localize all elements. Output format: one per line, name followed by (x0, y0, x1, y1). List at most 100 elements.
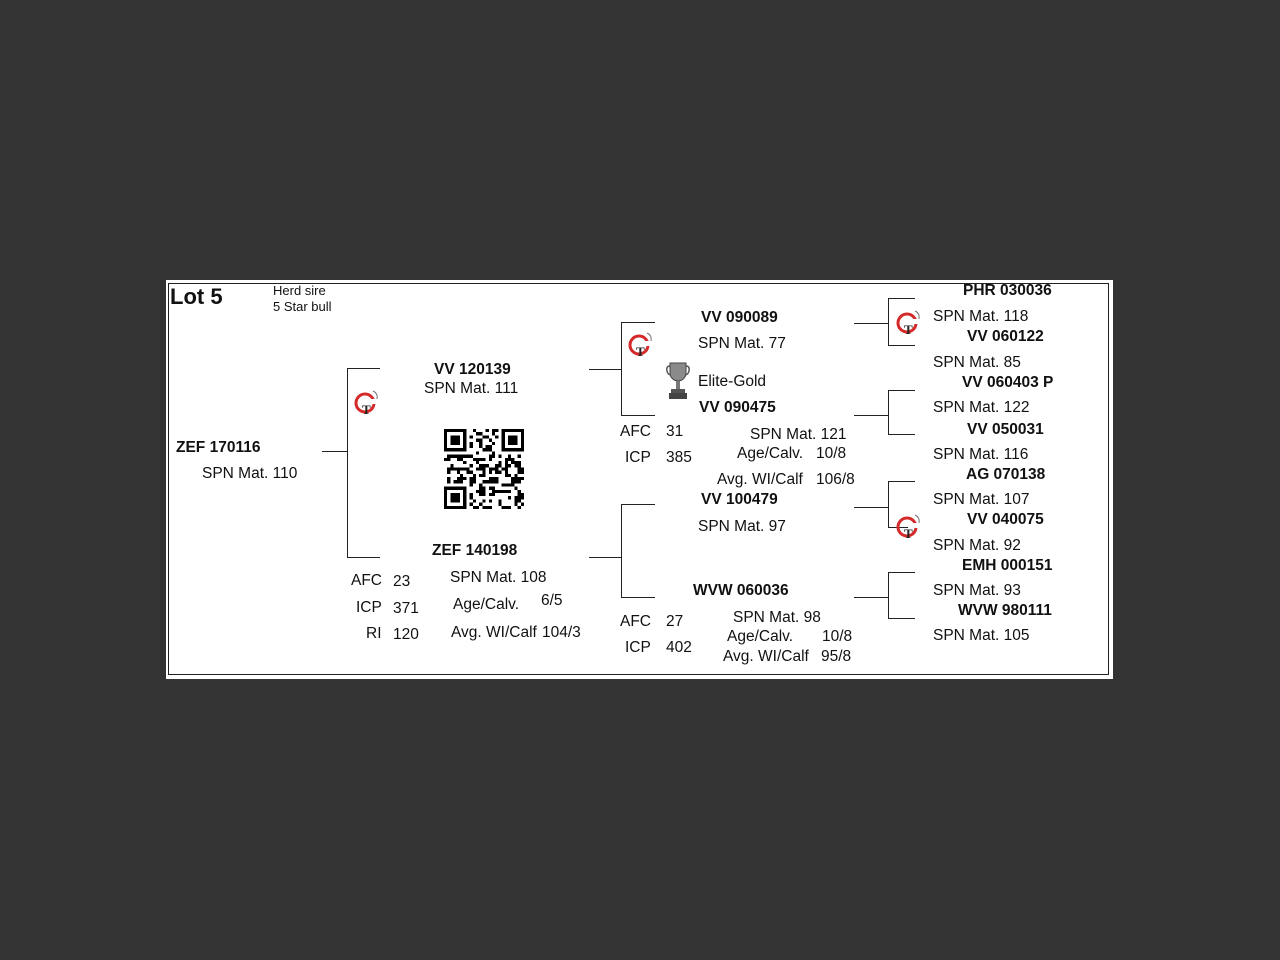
connector-sire-vertical (621, 322, 622, 415)
dam-age-label: Age/Calv. (453, 596, 520, 613)
dam-age-value: 6/5 (541, 592, 563, 609)
dam-ri-label: RI (366, 625, 382, 642)
sire-dam-spn: SPN Mat. 121 (750, 426, 847, 443)
qr-code-icon (444, 429, 524, 509)
sheet-frame (168, 283, 1109, 675)
dam-dam-id: WVW 060036 (693, 582, 789, 599)
sire-sire-spn: SPN Mat. 77 (698, 335, 786, 352)
dam-dam-afc-label: AFC (620, 613, 651, 630)
dam-dam-icp-value: 402 (666, 639, 692, 656)
sire-dam-avg-value: 106/8 (816, 471, 855, 488)
dam-sire-id: VV 100479 (701, 491, 778, 508)
svg-text:T: T (904, 322, 913, 337)
sire-spn: SPN Mat. 111 (424, 380, 519, 397)
dam-avg-label: Avg. WI/Calf (451, 624, 537, 641)
dam-dam-spn: SPN Mat. 98 (733, 609, 821, 626)
gt-logo-icon: T (896, 310, 920, 337)
sire-dam-icp-label: ICP (625, 449, 651, 466)
connector-dam-sire (854, 507, 888, 508)
dam-dam-afc-value: 27 (666, 613, 684, 630)
pedigree-sheet: Lot 5 Herd sire 5 Star bull ZEF 170116 S… (166, 280, 1113, 679)
ggp-4-id: VV 050031 (967, 421, 1044, 438)
connector-to-dam (347, 557, 380, 558)
dam-dam-age-label: Age/Calv. (727, 628, 794, 645)
connector-to-sire-dam (621, 415, 655, 416)
star-bull-note: 5 Star bull (273, 299, 332, 314)
ggp-3-spn: SPN Mat. 122 (933, 399, 1030, 416)
ggp-8-id: WVW 980111 (958, 602, 1052, 619)
connector-to-ggp-1 (888, 298, 915, 299)
dam-dam-icp-label: ICP (625, 639, 651, 656)
svg-text:T: T (362, 402, 371, 417)
connector-to-ggp-3 (888, 390, 915, 391)
ggp-7-id: EMH 000151 (962, 557, 1053, 574)
ggp-5-id: AG 070138 (966, 466, 1046, 483)
dam-avg-value: 104/3 (542, 624, 581, 641)
connector-to-ggp-6 (888, 527, 915, 528)
gt-logo-icon: T (896, 514, 920, 541)
connector-to-ggp-8 (888, 618, 915, 619)
lot-title: Lot 5 (170, 284, 223, 309)
dam-icp-value: 371 (393, 600, 419, 617)
connector-to-sire (347, 368, 380, 369)
dam-dam-age-value: 10/8 (822, 628, 853, 645)
connector-sire (589, 369, 621, 370)
dam-ri-value: 120 (393, 626, 419, 643)
herd-sire-note: Herd sire (273, 283, 326, 298)
svg-text:T: T (904, 526, 913, 541)
subject-spn: SPN Mat. 110 (202, 465, 298, 482)
dam-id: ZEF 140198 (432, 542, 518, 559)
sire-dam-avg-label: Avg. WI/Calf (717, 471, 803, 488)
ggp-6-id: VV 040075 (967, 511, 1044, 528)
ggp-8-spn: SPN Mat. 105 (933, 627, 1030, 644)
connector-dam-dam (854, 597, 888, 598)
connector-to-ggp-5 (888, 481, 915, 482)
ggp-6-spn: SPN Mat. 92 (933, 537, 1021, 554)
connector-dam-vertical (621, 504, 622, 597)
connector-to-ggp-7 (888, 572, 915, 573)
dam-afc-label: AFC (351, 572, 382, 589)
ggp-5-spn: SPN Mat. 107 (933, 491, 1030, 508)
sire-dam-id: VV 090475 (699, 399, 776, 416)
ggp-1-spn: SPN Mat. 118 (933, 308, 1029, 325)
dam-sire-spn: SPN Mat. 97 (698, 518, 786, 535)
dam-spn: SPN Mat. 108 (450, 569, 547, 586)
dam-icp-label: ICP (356, 599, 382, 616)
ggp-2-spn: SPN Mat. 85 (933, 354, 1021, 371)
sire-dam-age-value: 10/8 (816, 445, 847, 462)
ggp-4-spn: SPN Mat. 116 (933, 446, 1029, 463)
ggp-2-id: VV 060122 (967, 328, 1044, 345)
sire-sire-id: VV 090089 (701, 309, 778, 326)
connector-to-ggp-2 (888, 345, 915, 346)
sire-dam-icp-value: 385 (666, 449, 692, 466)
connector-dsire-vertical (888, 481, 889, 527)
ggp-3-id: VV 060403 P (962, 374, 1054, 391)
dam-dam-avg-value: 95/8 (821, 648, 852, 665)
sire-dam-afc-value: 31 (666, 423, 684, 440)
connector-to-sire-sire (621, 322, 655, 323)
svg-text:T: T (636, 344, 645, 359)
gt-logo-icon: T (354, 390, 378, 417)
connector-sire-sire (854, 323, 888, 324)
connector-dam (589, 557, 621, 558)
subject-id: ZEF 170116 (176, 439, 261, 456)
trophy-icon (666, 362, 690, 399)
connector-sdam-vertical (888, 390, 889, 434)
ggp-7-spn: SPN Mat. 93 (933, 582, 1021, 599)
gt-logo-icon: T (628, 332, 652, 359)
elite-gold-award: Elite-Gold (698, 373, 767, 390)
connector-to-dam-sire (621, 504, 655, 505)
ggp-1-id: PHR 030036 (963, 282, 1052, 299)
connector-to-ggp-4 (888, 434, 915, 435)
connector-to-dam-dam (621, 597, 655, 598)
connector-subject (322, 451, 347, 452)
sire-id: VV 120139 (434, 361, 511, 378)
connector-sire-dam (854, 415, 888, 416)
sire-dam-afc-label: AFC (620, 423, 651, 440)
sire-dam-age-label: Age/Calv. (737, 445, 804, 462)
dam-dam-avg-label: Avg. WI/Calf (723, 648, 809, 665)
connector-ddam-vertical (888, 572, 889, 618)
connector-ssire-vertical (888, 298, 889, 345)
connector-gen1-vertical (347, 368, 348, 557)
dam-afc-value: 23 (393, 573, 411, 590)
